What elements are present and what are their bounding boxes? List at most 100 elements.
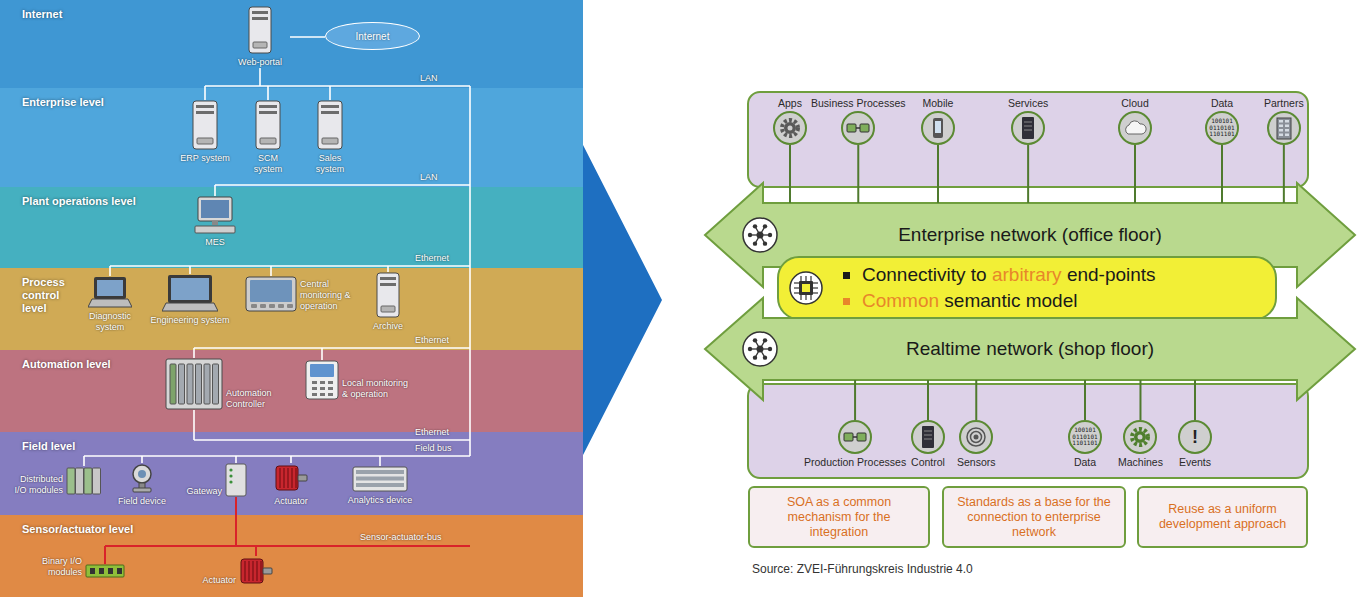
device-icon — [376, 272, 400, 318]
device-label: Actuator — [268, 496, 314, 507]
word: model — [1026, 290, 1078, 311]
device: Local monitoring & operation — [305, 360, 412, 400]
device-drawing — [162, 274, 218, 312]
bus-drop — [235, 456, 237, 463]
device-label: Analytics device — [340, 495, 420, 506]
device-icon — [225, 463, 247, 497]
device-label: Actuator — [190, 575, 236, 586]
connector — [1194, 380, 1196, 420]
device: Diagnostic system — [75, 276, 145, 333]
connector — [1221, 145, 1223, 203]
endpoint-glyph — [1271, 115, 1297, 141]
device-icon — [192, 100, 218, 150]
bus-label: Ethernet — [415, 335, 449, 346]
connector — [1084, 380, 1086, 420]
device: Automation Controller — [165, 358, 286, 410]
level-heading: Enterprise level — [22, 96, 162, 109]
connector — [975, 380, 977, 420]
endpoint-glyph — [1122, 115, 1148, 141]
bus-drop — [321, 348, 323, 360]
endpoint-panel — [748, 384, 1308, 478]
device: SCM system — [243, 100, 293, 175]
connector — [937, 145, 939, 203]
bullet-line: Common semantic model — [843, 288, 1275, 314]
device-drawing — [66, 466, 102, 496]
device-icon — [274, 463, 308, 493]
connector — [1139, 380, 1141, 420]
bus-drop — [109, 266, 111, 276]
device-icon — [127, 463, 157, 493]
device-icon — [305, 360, 339, 400]
endpoint-label: Events — [1179, 456, 1211, 468]
connector — [854, 380, 856, 420]
device-icon — [165, 358, 223, 410]
bus-drop — [259, 68, 261, 86]
level-heading: Automation level — [22, 358, 162, 371]
endpoint-icon: Mobile — [921, 97, 955, 145]
device-label: MES — [185, 237, 245, 248]
level-heading: Field level — [22, 440, 162, 453]
endpoint-label: Business Processes — [811, 97, 906, 109]
word: end-points — [1067, 264, 1156, 285]
bus-drop — [189, 266, 191, 274]
device: Web-portal — [230, 6, 290, 68]
device-label: Web-portal — [230, 57, 290, 68]
device-label: Distributed I/O modules — [8, 474, 63, 496]
data-digits: 10010101101011101101 — [1070, 427, 1100, 447]
bullet-square — [843, 298, 850, 305]
device-label: Binary I/O modules — [20, 556, 82, 578]
device-icon — [66, 466, 102, 496]
bus-trunk — [469, 86, 471, 456]
device-icon — [239, 556, 273, 586]
endpoint-label: Machines — [1118, 456, 1163, 468]
device: ERP system — [180, 100, 230, 164]
level-band: Sensor/actuator levelBinary I/O modulesA… — [0, 515, 583, 597]
level-band: Field levelDistributed I/O modulesField … — [0, 432, 583, 515]
endpoint-label: Data — [1074, 456, 1096, 468]
bus-label: LAN — [420, 73, 438, 84]
endpoint-circle — [773, 111, 807, 145]
endpoint-icon: 10010101101011101101Data — [1068, 420, 1102, 468]
endpoint-glyph — [915, 424, 941, 450]
device-label: Automation Controller — [226, 388, 286, 410]
endpoint-label: Sensors — [957, 456, 996, 468]
level-heading: Internet — [22, 8, 142, 21]
device: Engineering system — [150, 274, 230, 326]
bus-line — [215, 184, 470, 186]
endpoint-icon: Machines — [1118, 420, 1163, 468]
endpoint-label: Production Processes — [804, 456, 906, 468]
bus-drop — [329, 86, 331, 100]
bus-drop — [141, 456, 143, 463]
device-drawing — [245, 276, 297, 312]
endpoint-icon: ! Events — [1178, 420, 1212, 468]
device-drawing — [225, 463, 247, 497]
endpoint-icon: Control — [911, 420, 945, 468]
endpoint-icon: Data10010101101011101101 — [1205, 97, 1239, 145]
endpoint-label: Services — [1008, 97, 1048, 109]
device-drawing — [274, 463, 308, 493]
endpoint-panel — [748, 92, 1308, 187]
connector — [789, 145, 791, 203]
bus-drop — [204, 86, 206, 100]
device-icon — [162, 274, 218, 312]
device-drawing — [193, 196, 237, 234]
bus-drop — [193, 410, 195, 440]
event-mark: ! — [1180, 426, 1210, 448]
device-label: Local monitoring & operation — [342, 378, 412, 400]
device: Distributed I/O modules — [8, 466, 102, 496]
connector — [1134, 145, 1136, 203]
device-drawing — [85, 564, 125, 578]
level-band: InternetInternetWeb-portal — [0, 0, 583, 88]
device-icon — [248, 6, 272, 54]
chip-icon — [789, 271, 823, 305]
endpoint-glyph — [963, 424, 989, 450]
bus-drop — [290, 456, 292, 463]
device: MES — [185, 196, 245, 248]
device: Binary I/O modules — [20, 556, 125, 578]
bus-line — [194, 439, 470, 441]
bus-label: Sensor-actuator-bus — [360, 532, 442, 543]
principle-box: Reuse as a uniform development approach — [1137, 486, 1308, 548]
connector — [1027, 145, 1029, 203]
word: to — [971, 264, 987, 285]
bus-line — [84, 455, 470, 457]
